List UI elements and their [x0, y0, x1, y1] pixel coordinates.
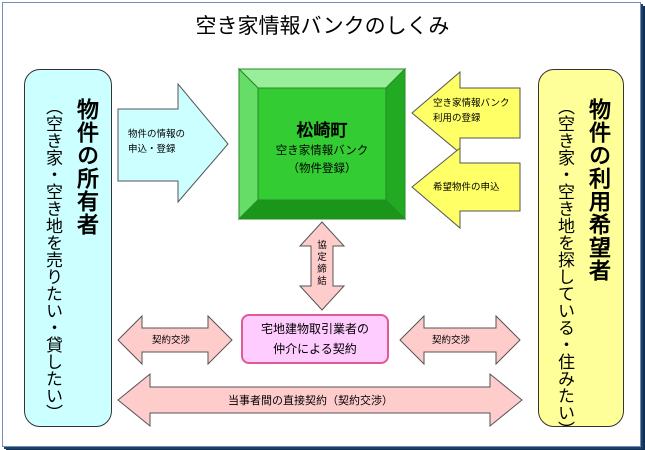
- agreement-label: 協 定 締 結: [316, 240, 328, 288]
- contract-left-label: 契約交渉: [152, 335, 191, 346]
- bank-use-label-line2: 利用の登録: [433, 113, 481, 124]
- owner-subtitle: （空き家・空き地を売りたい・貸したい）: [42, 98, 62, 421]
- contract-right-arrow: [399, 314, 521, 366]
- contract-right-label: 契約交渉: [432, 335, 471, 346]
- center-line3: （物件登録）: [287, 161, 357, 175]
- center-bank-box: [237, 67, 407, 221]
- wish-apply-arrow: [411, 146, 521, 230]
- bank-use-label-line1: 空き家情報バンク: [433, 98, 510, 109]
- bank-use-arrow: [411, 70, 521, 155]
- agreement-char-2: 定: [317, 252, 327, 263]
- broker-line1: 宅地建物取引業者の: [260, 322, 369, 336]
- seeker-title: 物件の利用希望者: [585, 98, 610, 282]
- owner-register-arrow: [117, 82, 229, 204]
- broker-box: 宅地建物取引業者の 仲介による契約: [241, 314, 389, 364]
- center-name: 松崎町: [296, 121, 348, 141]
- seeker-box: 物件の利用希望者 （空き家・空き地を探している・住みたい）: [538, 69, 624, 438]
- owner-register-label-line2: 申込・登録: [128, 144, 176, 155]
- agreement-char-1: 協: [317, 240, 327, 251]
- broker-line2: 仲介による契約: [273, 342, 357, 356]
- agreement-arrow: [298, 221, 346, 311]
- seeker-subtitle: （空き家・空き地を探している・住みたい）: [554, 98, 574, 438]
- direct-contract-arrow: [117, 372, 523, 428]
- owner-box: 物件の所有者 （空き家・空き地を売りたい・貸したい）: [24, 69, 112, 427]
- owner-title: 物件の所有者: [73, 98, 98, 236]
- wish-apply-label: 希望物件の申込: [433, 182, 500, 193]
- contract-left-arrow: [117, 314, 233, 366]
- owner-register-label-line1: 物件の情報の: [128, 129, 186, 140]
- center-line2: 空き家情報バンク: [275, 143, 369, 157]
- bank-use-label: 空き家情報バンク 利用の登録: [433, 96, 509, 126]
- diagram-title: 空き家情報バンクのしくみ: [195, 14, 450, 38]
- owner-register-label: 物件の情報の 申込・登録: [128, 127, 185, 157]
- agreement-char-4: 結: [317, 276, 327, 287]
- agreement-char-3: 締: [317, 264, 327, 275]
- direct-contract-label: 当事者間の直接契約（契約交渉）: [228, 394, 393, 407]
